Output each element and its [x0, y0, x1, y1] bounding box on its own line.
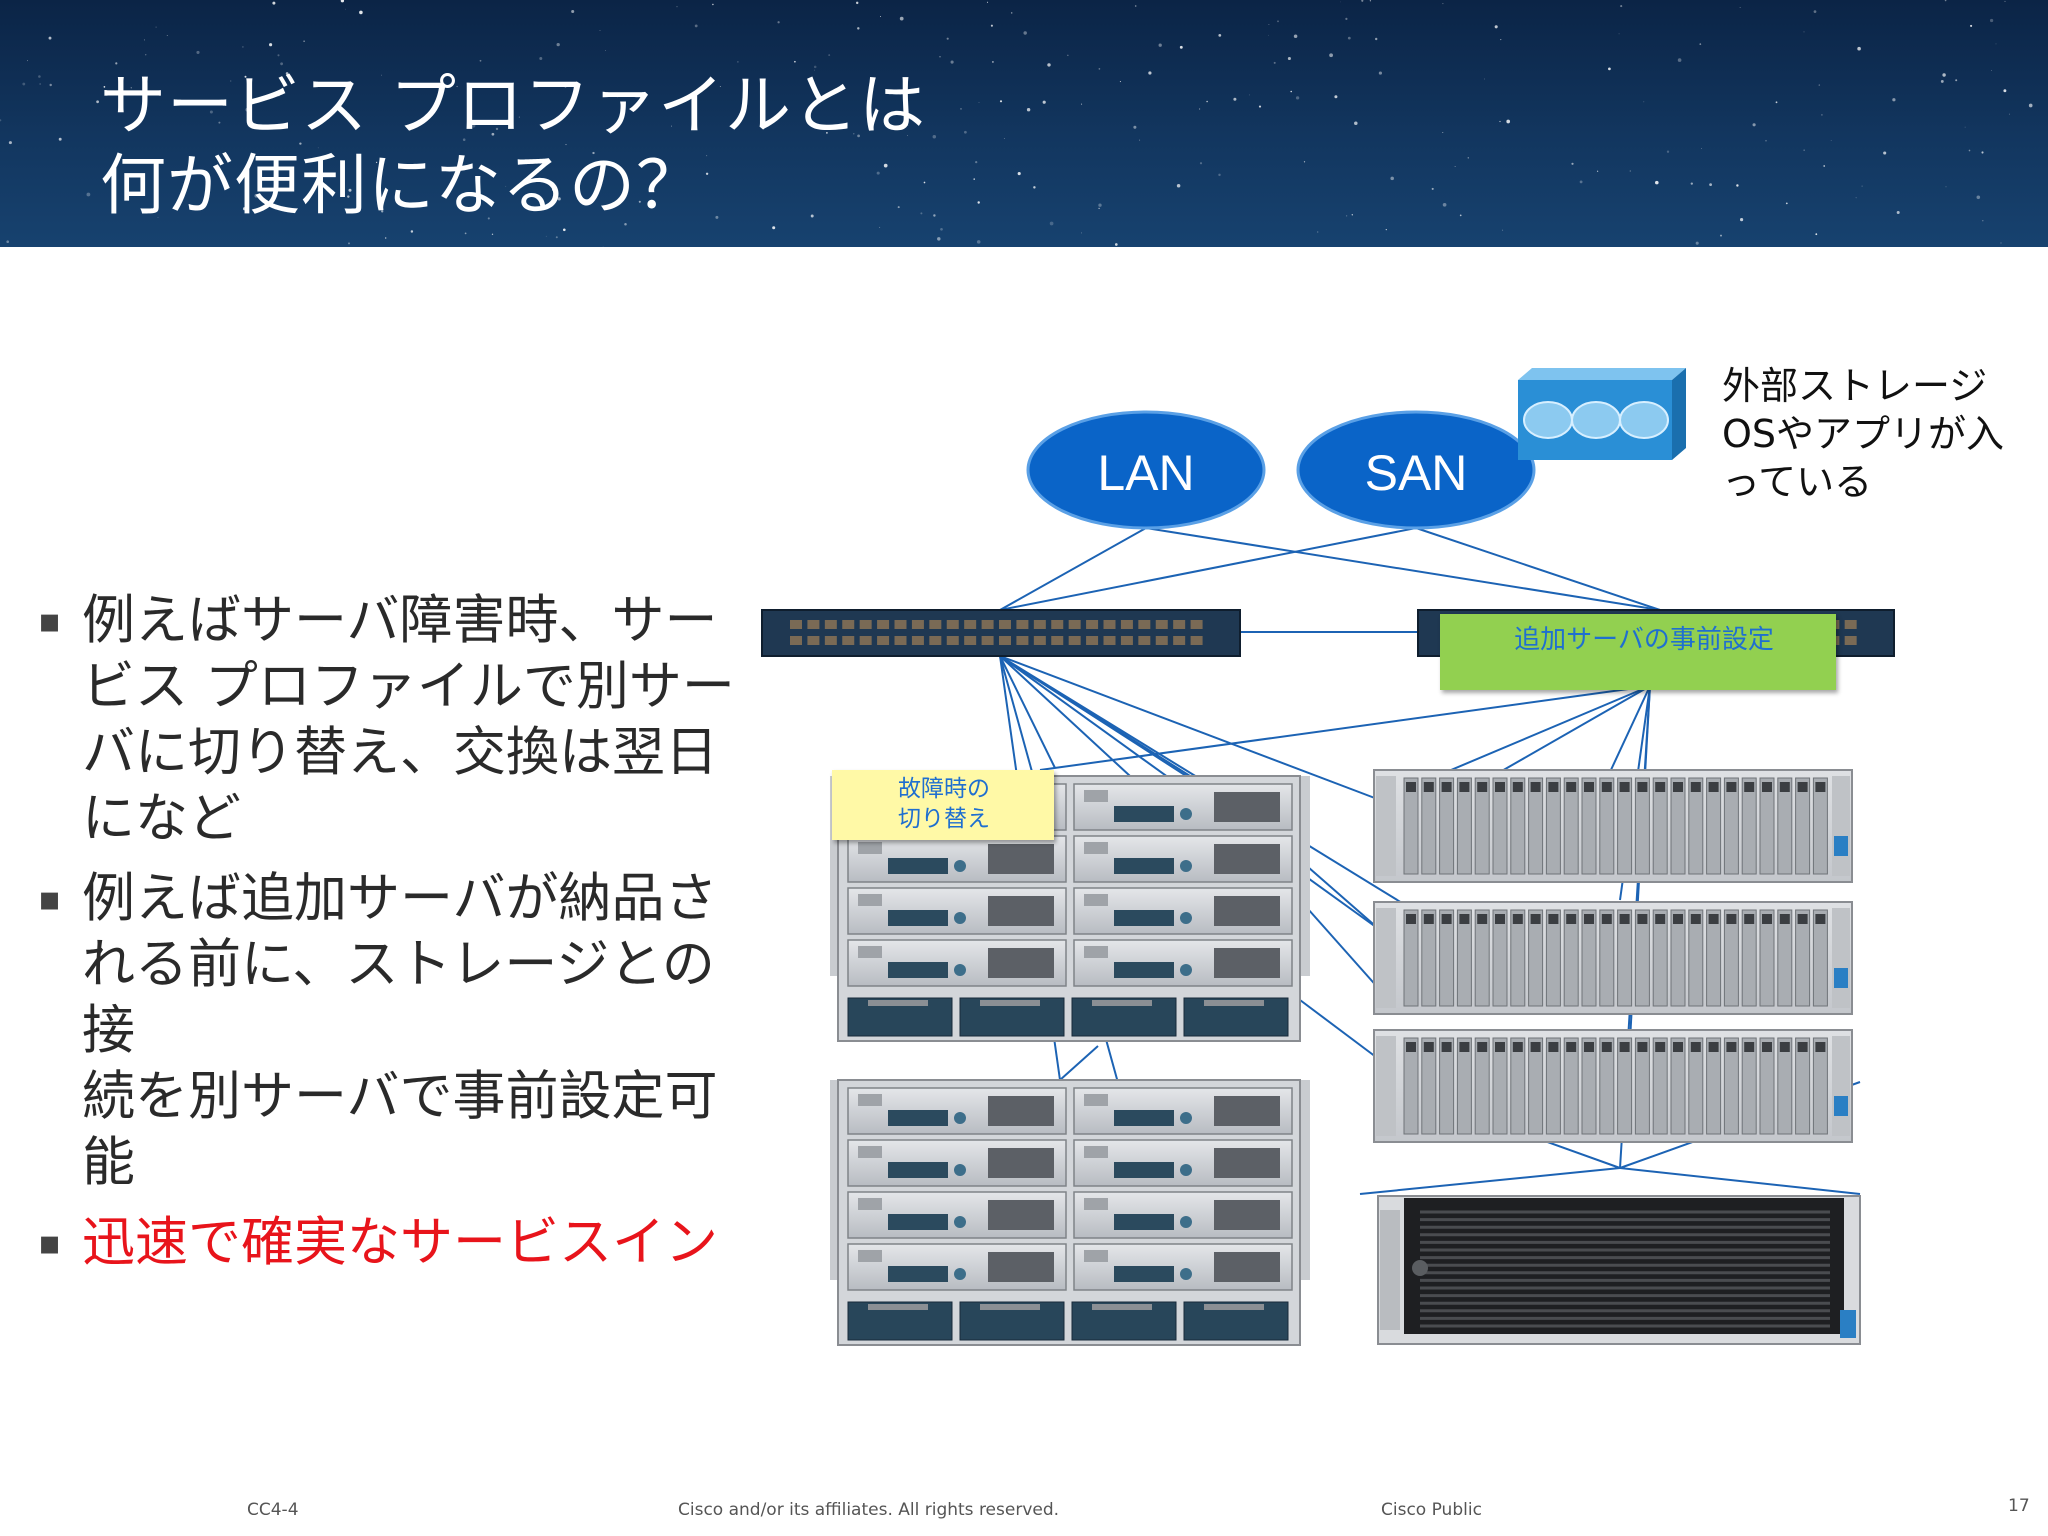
lan-cloud: LAN [1026, 410, 1266, 530]
rack-servers [1373, 769, 1853, 1143]
bullet-item: ▪ 迅速で確実なサービスイン [30, 1210, 765, 1276]
starfield [0, 0, 2033, 247]
preconfig-note: 追加サーバの事前設定 [1440, 614, 1836, 690]
preconfig-label: 追加サーバの事前設定 [1514, 625, 1774, 655]
bullet-line: 例えば追加サーバが納品さ [82, 868, 718, 929]
bullet-marker: ▪ [38, 601, 62, 641]
blade-chassis-2 [830, 1079, 1310, 1346]
bullet-item: ▪ 例えばサーバ障害時、サービス プロファイルで別サーバに切り替え、交換は翌日にな… [30, 588, 765, 852]
external-storage-icon [1518, 368, 1686, 460]
bullet-list: ▪ 例えばサーバ障害時、サービス プロファイルで別サーバに切り替え、交換は翌日にな… [30, 588, 765, 1290]
bullet-line: れる前に、ストレージとの接 [82, 934, 715, 1061]
san-cloud: SAN [1296, 410, 1536, 530]
external-storage-label: 外部ストレージ OSやアプリが入 っている [1722, 364, 2005, 504]
storage-server [1377, 1195, 1861, 1345]
footer-left: CC4-4 [247, 1500, 299, 1520]
bullet-marker: ▪ [38, 1223, 62, 1263]
footer-copyright: Cisco and/or its affiliates. All rights … [678, 1500, 1060, 1520]
slide-header: サービス プロファイルとは 何が便利になるの？ [0, 0, 2048, 247]
fabric-interconnect-a [761, 609, 1241, 657]
bullet-line: 能 [82, 1132, 135, 1193]
bullet-line: ビス プロファイルで別サー [82, 656, 735, 717]
bullet-line: 例えばサーバ障害時、サー [82, 590, 718, 651]
title-line-2: 何が便利になるの？ [100, 147, 703, 224]
bullet-line: 迅速で確実なサービスイン [82, 1212, 718, 1273]
bullet-marker: ▪ [38, 879, 62, 919]
bullet-item: ▪ 例えば追加サーバが納品される前に、ストレージとの接続を別サーバで事前設定可能 [30, 866, 765, 1196]
bullet-line: になど [82, 788, 241, 849]
san-label: SAN [1365, 445, 1468, 501]
title-line-1: サービス プロファイルとは [100, 67, 926, 144]
failover-label: 故障時の切り替え [898, 776, 990, 832]
page-number: 17 [2008, 1496, 2030, 1516]
lan-label: LAN [1097, 445, 1194, 501]
bullet-line: バに切り替え、交換は翌日 [82, 722, 718, 783]
slide-title: サービス プロファイルとは 何が便利になるの？ [100, 66, 926, 226]
bullet-line: 続を別サーバで事前設定可 [82, 1066, 718, 1127]
footer-classification: Cisco Public [1381, 1500, 1482, 1520]
failover-note: 故障時の切り替え [832, 770, 1054, 840]
